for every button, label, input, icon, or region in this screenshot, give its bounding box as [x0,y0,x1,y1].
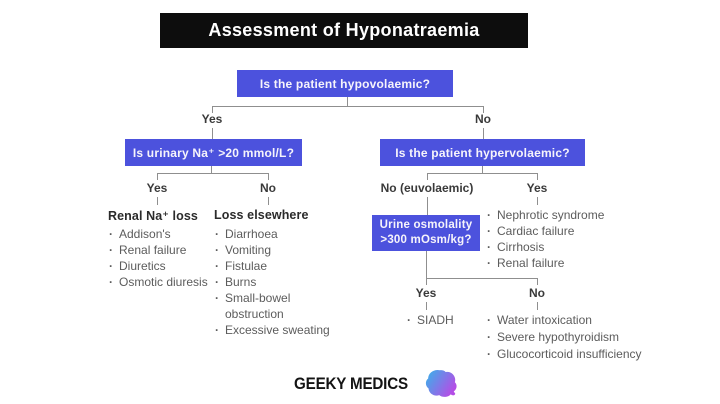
connector-q4-no-tick [537,302,538,310]
connector-q4-right-drop [537,278,538,285]
list-item: Small-bowel obstruction [214,290,332,322]
connector-q3-right-drop [537,173,538,180]
branch-label-q4-yes: Yes [415,286,437,300]
question-hypovolaemic: Is the patient hypovolaemic? [237,70,453,97]
question-urine-osmolality: Urine osmolality >300 mOsm/kg? [372,215,480,251]
question-urinary-na: Is urinary Na⁺ >20 mmol/L? [125,139,302,166]
geeky-medics-logo: GEEKY MEDICS [294,368,459,400]
connector-q3-branch [427,173,537,174]
branch-label-q1-yes: Yes [201,112,223,126]
list-item: Fistulae [214,258,332,274]
list-item: Cirrhosis [486,239,604,255]
list-renal-na-loss: Addison's Renal failure Diuretics Osmoti… [108,226,208,290]
connector-q1-left-drop [212,106,213,113]
list-item: Excessive sweating [214,322,332,338]
list-item: Severe hypothyroidism [486,329,642,346]
brain-icon [425,369,457,397]
list-item: Diuretics [108,258,208,274]
branch-label-q1-no: No [475,112,491,126]
connector-q3-left-drop [427,173,428,180]
list-high-osmolality: SIADH [406,312,454,329]
connector-q1-branch [212,106,484,107]
branch-label-q3-yes: Yes [526,181,548,195]
list-item: Diarrhoea [214,226,332,242]
connector-q2-right-drop [268,173,269,180]
list-loss-elsewhere: Diarrhoea Vomiting Fistulae Burns Small-… [214,226,332,338]
list-item: Renal failure [108,242,208,258]
list-item: Nephrotic syndrome [486,207,604,223]
branch-label-q2-yes: Yes [146,181,168,195]
list-item: Vomiting [214,242,332,258]
connector-q3-no-to-q4 [427,197,428,215]
list-hypervolaemic-causes: Nephrotic syndrome Cardiac failure Cirrh… [486,207,604,271]
connector-q3-stem [482,166,483,174]
connector-q1-right-drop [483,106,484,113]
question-hypervolaemic: Is the patient hypervolaemic? [380,139,585,166]
list-item: Addison's [108,226,208,242]
list-item: Water intoxication [486,312,642,329]
list-low-osmolality: Water intoxication Severe hypothyroidism… [486,312,642,363]
branch-label-q2-no: No [260,181,276,195]
list-item: Cardiac failure [486,223,604,239]
logo-text: GEEKY MEDICS [294,374,408,393]
branch-label-q3-no-euvolaemic: No (euvolaemic) [380,181,474,195]
connector-q3-yes-tick [537,197,538,205]
connector-q2-left-drop [157,173,158,180]
connector-q2-branch [157,173,269,174]
connector-q4-yes-tick [426,302,427,310]
connector-q2-stem [211,166,212,174]
list-item: Osmotic diuresis [108,274,208,290]
connector-q1-yes-to-q2 [212,128,213,139]
connector-q1-no-to-q3 [483,128,484,139]
branch-label-q4-no: No [529,286,545,300]
heading-renal-na-loss: Renal Na⁺ loss [108,209,198,223]
connector-q4-stem [426,251,427,278]
connector-q4-left-drop [426,278,427,285]
list-item: SIADH [406,312,454,329]
connector-q1-stem [347,97,348,106]
question-urine-osmolality-line1: Urine osmolality [379,219,473,231]
list-item: Renal failure [486,255,604,271]
connector-q4-branch [426,278,537,279]
page-title: Assessment of Hyponatraemia [160,13,528,48]
list-item: Burns [214,274,332,290]
connector-q2-yes-tick [157,197,158,205]
connector-q2-no-tick [268,197,269,205]
list-item: Glucocorticoid insufficiency [486,346,642,363]
heading-loss-elsewhere: Loss elsewhere [214,208,309,222]
question-urine-osmolality-line2: >300 mOsm/kg? [380,234,472,246]
